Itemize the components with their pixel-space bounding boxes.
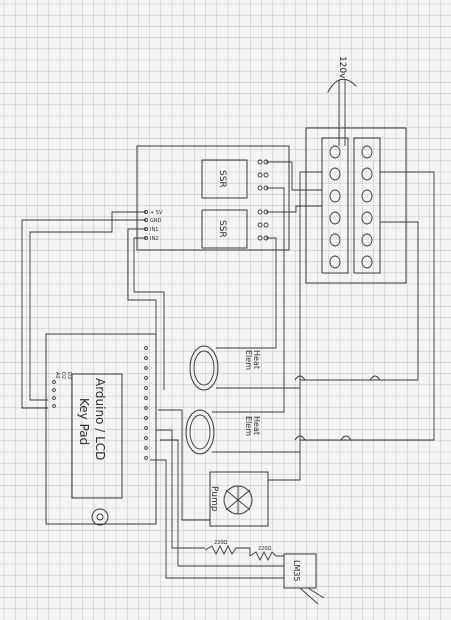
terminal-screw (329, 145, 341, 159)
ard-pin-a-label: A0 (54, 372, 60, 379)
arduino-pin (144, 456, 148, 460)
terminal-screw (361, 189, 373, 203)
temp-sensor-label: LM35 (292, 560, 301, 582)
arduino-pin (144, 366, 148, 370)
terminal-screw (361, 255, 373, 269)
arduino-pin (52, 388, 56, 392)
terminal-screw (361, 167, 373, 181)
heat-elem-2-label-1: Heat (252, 416, 261, 435)
ard-pin-b-label: D2 (60, 372, 66, 379)
heat-element-2: Heat Elem (185, 409, 261, 455)
wiring (21, 132, 435, 579)
ard-pin-c-label: D3 (66, 372, 72, 379)
res-2-label: 220Ω (258, 546, 272, 552)
arduino-pin (144, 416, 148, 420)
arduino-pin (144, 356, 148, 360)
arduino-board: Arduino / LCD Key Pad A0 D2 D3 (45, 333, 157, 526)
heat-elem-1-label-1: Heat (252, 350, 261, 369)
heat-elem-1-label-2: Elem (244, 350, 253, 370)
arduino-pin (52, 380, 56, 384)
arduino-pin (144, 346, 148, 350)
arduino-pin (144, 386, 148, 390)
terminal-screw (361, 145, 373, 159)
ssr-bottom (201, 209, 248, 249)
terminal-screw (361, 211, 373, 225)
arduino-pin (144, 426, 148, 430)
terminal-screw (329, 233, 341, 247)
heat-element-1: Heat Elem (189, 345, 261, 391)
terminal-screw (361, 233, 373, 247)
terminal-screws-left (329, 145, 341, 269)
arduino-pin-headers (52, 346, 148, 460)
arduino-pin (144, 376, 148, 380)
res-1-label: 220Ω (214, 540, 228, 546)
arduino-pin (144, 436, 148, 440)
terminal-screws-right (361, 145, 373, 269)
power-label: 120v (337, 56, 347, 79)
arduino-pin (144, 406, 148, 410)
terminal-block (305, 127, 407, 284)
pin-d-label: IN2 (150, 236, 158, 242)
terminal-screw (329, 189, 341, 203)
terminal-screw (329, 211, 341, 225)
arduino-pin (144, 396, 148, 400)
power-inlet: 120v (327, 56, 357, 132)
pin-c-label: IN1 (150, 227, 158, 233)
heat-elem-2-label-2: Elem (244, 416, 253, 436)
arduino-pin (52, 404, 56, 408)
arduino-label: Arduino / LCD (93, 378, 107, 460)
ssr-top-label: SSR (217, 170, 227, 188)
resistors: 220Ω 220Ω (204, 540, 284, 562)
pump-label: Pump (209, 486, 219, 512)
keypad-label: Key Pad (77, 398, 91, 445)
temp-sensor: LM35 (283, 553, 325, 605)
relay-input-pins: + 5V GND IN1 IN2 (144, 210, 163, 242)
arduino-pin (52, 396, 56, 400)
terminal-screw (329, 167, 341, 181)
pin-b-label: GND (150, 218, 162, 224)
pin-a-label: + 5V (150, 210, 163, 216)
arduino-pin (144, 446, 148, 450)
terminal-screw (329, 255, 341, 269)
ssr-bottom-label: SSR (217, 220, 227, 238)
pump: Pump (209, 471, 269, 527)
ssr-top (201, 159, 248, 199)
